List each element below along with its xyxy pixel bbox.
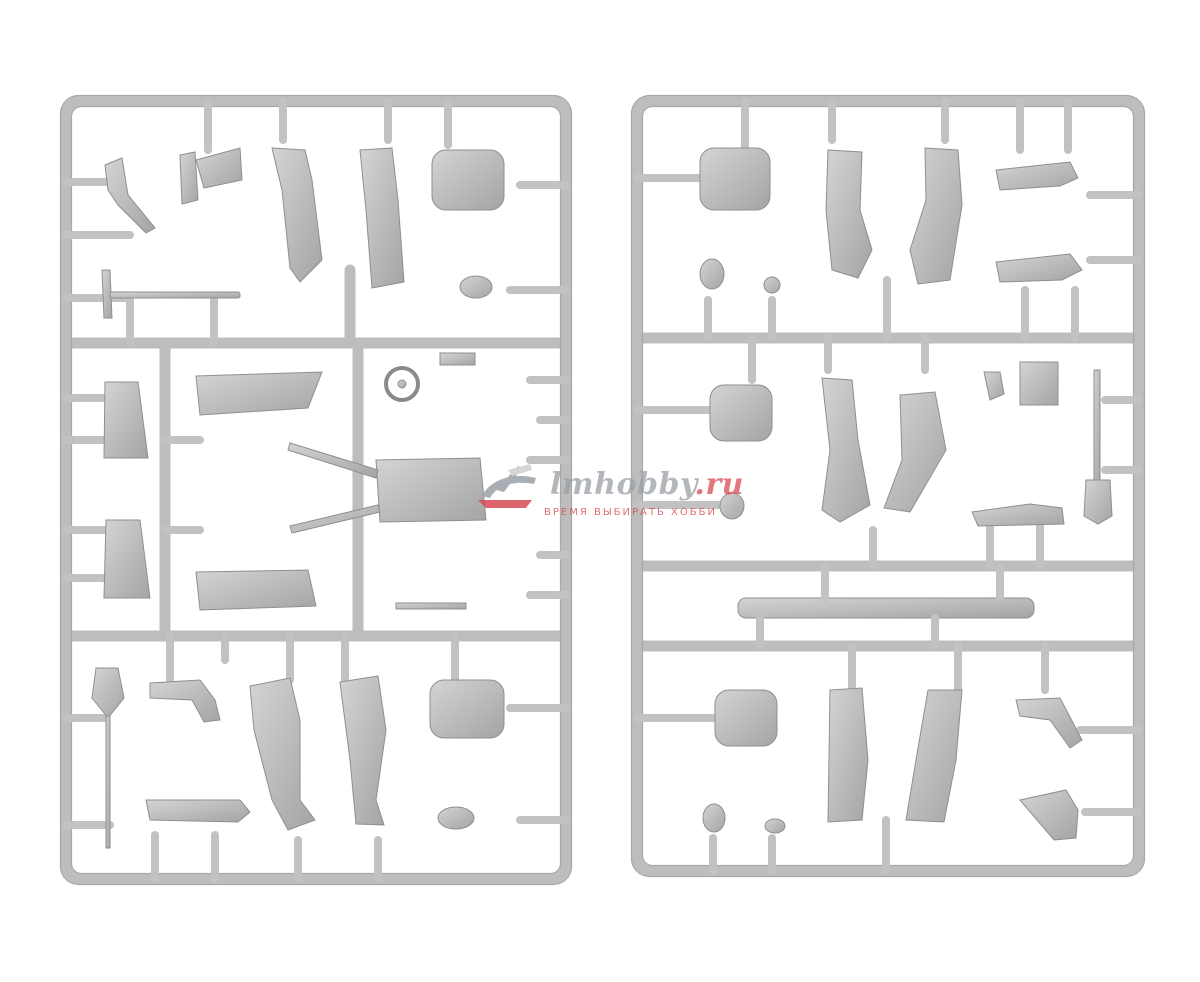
- right-sprue-parts: [699, 147, 1113, 841]
- left-sprue-gates: [62, 97, 570, 883]
- left-sprue-frame-edge: [59, 94, 573, 886]
- left-sprue-parts: [91, 147, 505, 849]
- watermark-logo: [478, 464, 536, 508]
- left-sprue-frame: [60, 95, 572, 885]
- right-sprue-gates: [633, 97, 1143, 875]
- log-part: [737, 597, 1035, 619]
- right-sprue-frame: [631, 95, 1145, 877]
- right-sprue-frame-edge: [630, 94, 1146, 878]
